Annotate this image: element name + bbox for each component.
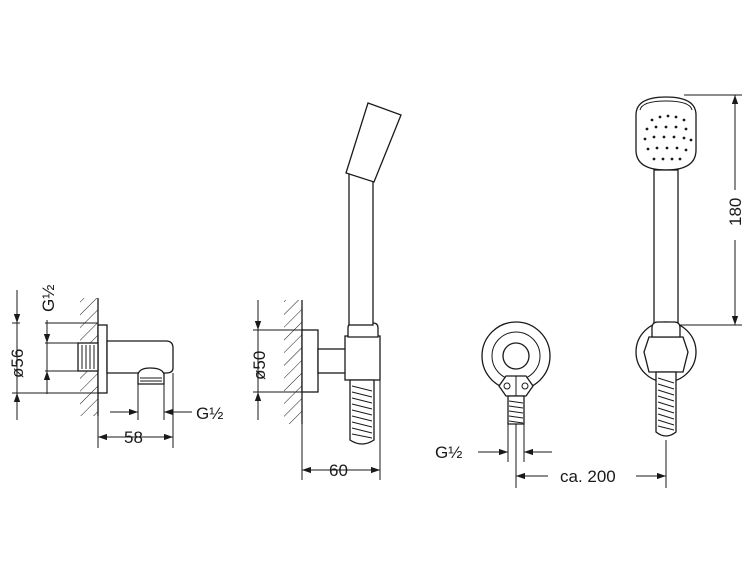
outlet-body [106, 340, 174, 374]
outlet-center-ring [502, 342, 530, 370]
bracket-front-holder [643, 336, 689, 373]
wall-outlet-front-view [478, 321, 552, 462]
outlet-flange [97, 324, 108, 394]
handshower-handle-front [653, 169, 679, 326]
outlet-thread-front [507, 395, 525, 425]
label-thread-side: G½ [196, 404, 223, 423]
label-depth-60: 60 [329, 461, 348, 480]
outlet-thread-stub [77, 342, 99, 372]
label-thread-top: G½ [39, 285, 58, 312]
label-length-180: 180 [726, 198, 745, 226]
handshower-front-view [515, 94, 742, 488]
wall-outlet-side-view [12, 290, 192, 448]
label-diameter-50: ø50 [250, 351, 269, 380]
label-thread-front: G½ [435, 443, 462, 462]
bracket-holder [344, 335, 381, 381]
wall-hatching-2 [284, 300, 302, 424]
bracket-side-view [253, 102, 402, 480]
spray-nozzles [643, 114, 693, 161]
bracket-front-collar [651, 321, 681, 338]
handshower-head-front [635, 96, 697, 171]
label-depth-58: 58 [124, 428, 143, 447]
handshower-head-side [345, 102, 402, 183]
label-spacing-200: ca. 200 [560, 467, 616, 486]
label-diameter-56: ø56 [8, 349, 27, 378]
bracket-flange [301, 329, 319, 393]
outlet-connector [137, 367, 165, 385]
handshower-handle [348, 172, 374, 326]
